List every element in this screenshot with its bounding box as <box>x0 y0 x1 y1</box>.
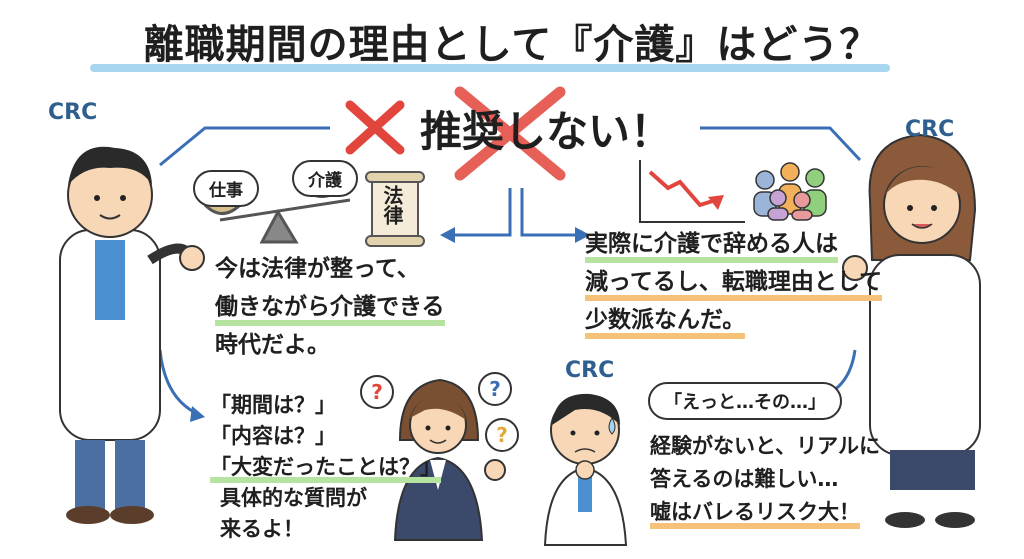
right-explanation: 実際に介護で辞める人は 減ってるし、転職理由として 少数派なんだ。 <box>585 225 882 339</box>
bottom-right-explanation: 経験がないと、リアルに 答えるのは難しい… 嘘はバレるリスク大！ <box>650 430 880 529</box>
interviewer-illustration <box>393 378 506 541</box>
bottom-right-line-2: 答えるのは難しい… <box>650 467 839 491</box>
question-mark-icon: ? <box>360 375 394 409</box>
scale-label-care: 介護 <box>292 160 358 197</box>
question-mark-icon: ? <box>485 418 519 452</box>
questions-note-2: 来るよ！ <box>220 517 304 541</box>
people-group-icon <box>753 162 827 221</box>
left-line-3: 時代だよ。 <box>215 332 330 358</box>
worried-crc-illustration <box>543 393 628 546</box>
large-red-x-icon <box>454 86 566 181</box>
bottom-right-line-3: 嘘はバレるリスク大！ <box>650 496 860 529</box>
declining-chart-icon <box>639 160 745 223</box>
male-doctor-illustration <box>59 146 205 524</box>
scroll-label: 法律 <box>380 185 404 225</box>
female-doctor-illustration <box>842 133 981 528</box>
title-underline <box>90 64 890 72</box>
verdict-text: 推奨しない！ <box>420 107 673 156</box>
scroll-icon <box>365 171 425 247</box>
question-period: 「期間は？」 <box>210 393 336 417</box>
question-difficulty: 「大変だったことは？」 <box>210 452 441 483</box>
left-line-1: 今は法律が整って、 <box>215 256 420 282</box>
question-mark-icon: ? <box>478 372 512 406</box>
speech-bubble: 「えっと…その…」 <box>648 382 842 420</box>
scale-label-work: 仕事 <box>193 170 259 207</box>
page-title: 離職期間の理由として『介護』はどう？ <box>143 22 881 68</box>
crc-label-right: CRC <box>905 117 955 142</box>
right-line-2: 減ってるし、転職理由として <box>585 263 882 301</box>
red-x-icon <box>345 100 405 155</box>
crc-label-bottom: CRC <box>565 358 615 383</box>
question-content: 「内容は？」 <box>210 424 336 448</box>
right-line-1: 実際に介護で辞める人は <box>585 225 838 263</box>
questions-list: 「期間は？」 「内容は？」 「大変だったことは？」 具体的な質問が 来るよ！ <box>210 390 441 545</box>
left-explanation: 今は法律が整って、 働きながら介護できる 時代だよ。 <box>215 250 445 364</box>
crc-label-left: CRC <box>48 100 98 125</box>
bottom-right-line-1: 経験がないと、リアルに <box>650 434 880 458</box>
questions-note-1: 具体的な質問が <box>220 486 367 510</box>
left-line-2: 働きながら介護できる <box>215 288 445 326</box>
right-line-3: 少数派なんだ。 <box>585 301 745 339</box>
